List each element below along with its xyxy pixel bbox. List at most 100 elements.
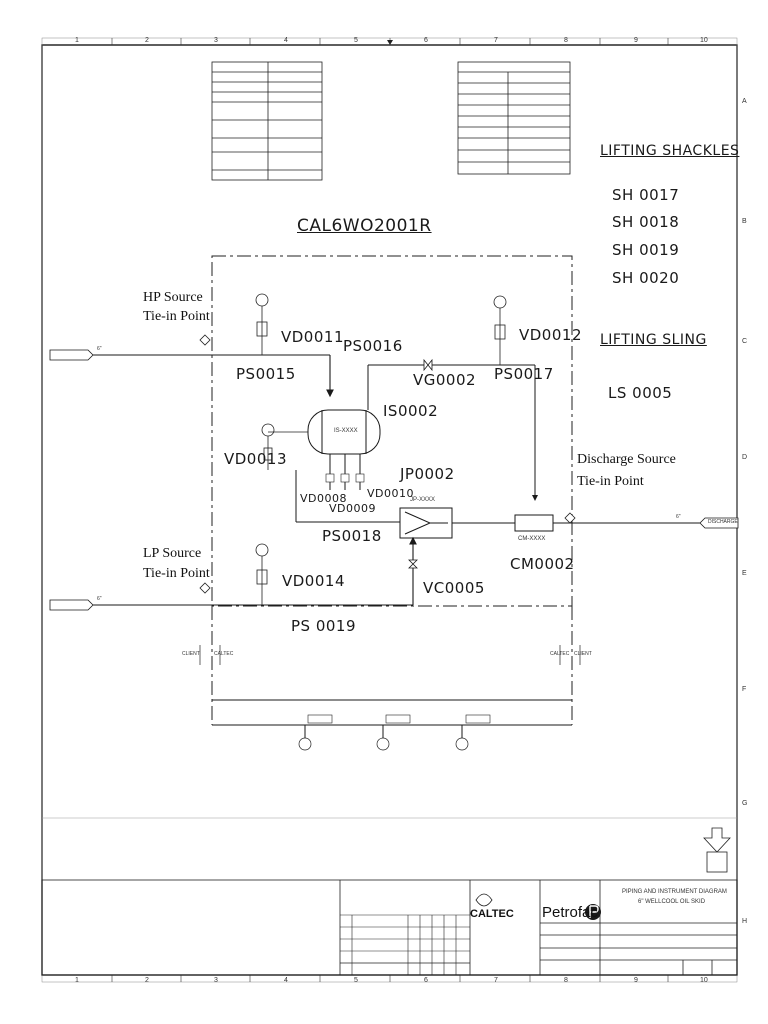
discharge-flow-label: DISCHARGE — [708, 519, 738, 525]
small-vent-valves — [325, 473, 365, 483]
valve-tag-vd0013: VD0013 — [224, 450, 287, 468]
drain-bubbles — [298, 737, 469, 751]
jet-pump-label: JP-XXXX — [410, 497, 436, 503]
column-number-10: 10 — [700, 37, 708, 44]
valve-tag-vd0012: VD0012 — [519, 326, 582, 344]
column-number-bottom-5: 5 — [354, 977, 358, 984]
vd0013-gauge — [261, 423, 308, 470]
equipment-tag-jp0002: JP0002 — [400, 465, 455, 483]
column-number-8: 8 — [564, 37, 568, 44]
shackle-sh0019: SH 0019 — [612, 241, 680, 259]
equipment-tag-is0002: IS0002 — [383, 402, 439, 420]
shackle-sh0020: SH 0020 — [612, 269, 680, 287]
column-number-1: 1 — [75, 37, 79, 44]
drain-header — [212, 699, 572, 738]
lp-tie-in-label-1: LP Source — [143, 546, 202, 561]
separator-label: IS-XXXX — [334, 428, 358, 434]
discharge-pipe-size: 6" — [676, 514, 681, 520]
scope-label-client-left: CLIENT — [182, 651, 200, 657]
column-number-bottom-9: 9 — [634, 977, 638, 984]
centre-mark-arrow — [387, 40, 393, 45]
drawing-title-line-2: 6" WELLCOOL OIL SKID — [638, 899, 706, 905]
valve-tag-vg0002: VG0002 — [413, 371, 477, 389]
lp-tie-in-marker — [199, 582, 211, 594]
column-number-bottom-2: 2 — [145, 977, 149, 984]
valve-tag-vd0011: VD0011 — [281, 328, 344, 346]
lp-tie-in-label-2: Tie-in Point — [143, 566, 210, 581]
column-ticks — [111, 38, 669, 982]
lifting-sling-title: LIFTING SLING — [600, 332, 707, 348]
line-tag-ps0018: PS0018 — [322, 527, 382, 545]
row-letter-f: F — [742, 686, 747, 693]
drawing-outer-border — [41, 44, 738, 976]
vg0002-valve — [423, 358, 433, 372]
hp-gas-gauge — [493, 295, 507, 365]
hp-tie-in-marker — [199, 334, 211, 346]
row-letter-h: H — [742, 918, 748, 925]
jet-pump — [399, 507, 453, 539]
internal-revision-stamp — [703, 827, 731, 873]
column-number-3: 3 — [214, 37, 218, 44]
column-number-9: 9 — [634, 37, 638, 44]
design-data-table — [211, 61, 323, 181]
valve-tag-vd0014: VD0014 — [282, 572, 345, 590]
column-number-bottom-3: 3 — [214, 977, 218, 984]
column-number-bottom-8: 8 — [564, 977, 568, 984]
row-letter-a: A — [742, 98, 747, 105]
scope-verticals — [199, 645, 581, 665]
revision-rows — [340, 914, 470, 975]
line-tag-ps0017: PS0017 — [494, 365, 554, 383]
hp-tie-in-label-2: Tie-in Point — [143, 309, 210, 324]
hp-tie-in-label-1: HP Source — [143, 290, 203, 305]
lp-pipe-size: 6" — [97, 596, 102, 602]
line-tag-ps0015: PS0015 — [236, 365, 296, 383]
petrofac-brand: Petrofac — [542, 904, 598, 921]
row-letter-d: D — [742, 454, 748, 461]
column-number-2: 2 — [145, 37, 149, 44]
scope-label-caltec-right: CALTEC — [550, 651, 570, 657]
skid-boundary — [211, 255, 573, 607]
valve-tag-vd0008: VD0008 — [300, 492, 347, 505]
column-number-6: 6 — [424, 37, 428, 44]
valve-tag-vd0010: VD0010 — [367, 487, 414, 500]
column-number-bottom-10: 10 — [700, 977, 708, 984]
valve-tag-vd0009: VD0009 — [329, 502, 376, 515]
lifting-shackles-title: LIFTING SHACKLES — [600, 143, 740, 159]
column-number-bottom-7: 7 — [494, 977, 498, 984]
hp-pressure-gauge — [255, 293, 269, 355]
column-number-7: 7 — [494, 37, 498, 44]
column-number-bottom-1: 1 — [75, 977, 79, 984]
column-number-bottom-4: 4 — [284, 977, 288, 984]
petrofac-logo-glyph — [589, 905, 599, 918]
lp-inlet-line — [49, 536, 417, 611]
scope-label-caltec-left: CALTEC — [214, 651, 234, 657]
caltec-logo-icon — [475, 893, 493, 907]
shackle-sh0017: SH 0017 — [612, 186, 680, 204]
column-number-bottom-6: 6 — [424, 977, 428, 984]
discharge-tie-in-marker — [564, 512, 576, 524]
drawing-title-line-1: PIPING AND INSTRUMENT DIAGRAM — [622, 889, 727, 895]
equipment-tag-cm0002: CM0002 — [510, 555, 575, 573]
column-number-5: 5 — [354, 37, 358, 44]
row-letter-e: E — [742, 570, 747, 577]
caltec-logo-text: CALTEC — [470, 908, 514, 920]
lp-pressure-gauge — [255, 543, 269, 605]
discharge-drop-arrow — [532, 495, 538, 501]
mixer-label: CM-XXXX — [518, 536, 546, 542]
discharge-tie-in-label-2: Tie-in Point — [577, 474, 644, 489]
column-number-4: 4 — [284, 37, 288, 44]
sling-ls0005: LS 0005 — [608, 384, 673, 402]
scope-label-client-right: CLIENT — [574, 651, 592, 657]
discharge-tie-in-label-1: Discharge Source — [577, 452, 676, 467]
vc0005-valve — [408, 559, 418, 569]
discharge-flag — [699, 517, 739, 529]
hp-inlet-line — [49, 349, 334, 398]
drawing-frame-top — [41, 37, 738, 983]
line-tag-ps0019: PS 0019 — [291, 617, 357, 635]
line-tag-ps0016: PS0016 — [343, 337, 403, 355]
design-spec-table — [457, 61, 571, 175]
row-letter-g: G — [742, 800, 748, 807]
shackle-sh0018: SH 0018 — [612, 213, 680, 231]
sep-liquid-line — [295, 454, 400, 523]
